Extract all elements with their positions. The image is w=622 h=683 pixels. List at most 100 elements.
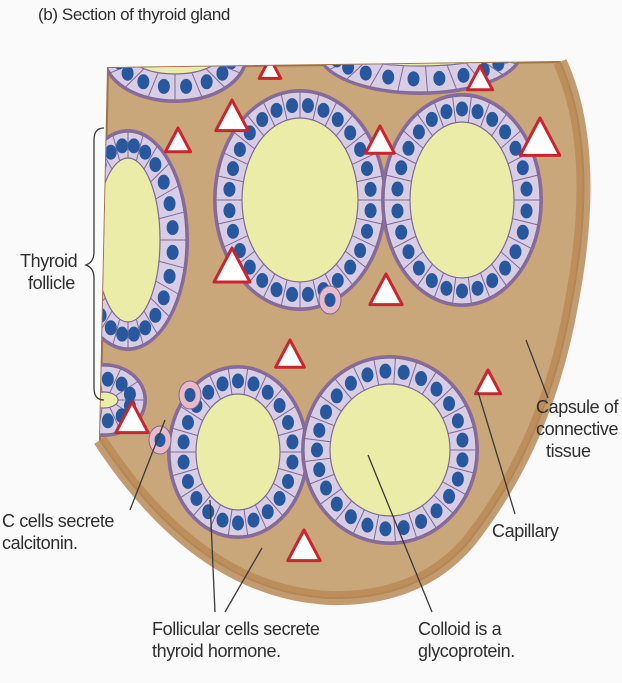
nucleus bbox=[75, 404, 87, 419]
nucleus bbox=[413, 124, 425, 139]
nucleus bbox=[286, 434, 298, 449]
nucleus bbox=[360, 66, 372, 81]
c-cell bbox=[149, 426, 171, 454]
nucleus bbox=[202, 504, 214, 519]
nucleus bbox=[227, 161, 239, 176]
nucleus bbox=[149, 157, 161, 172]
nucleus bbox=[180, 79, 192, 94]
nucleus bbox=[361, 367, 373, 382]
nucleus bbox=[456, 452, 468, 467]
nucleus bbox=[149, 308, 161, 323]
nucleus bbox=[80, 269, 92, 284]
label-c-cells: C cells secrete calcitonin. bbox=[2, 510, 114, 554]
nucleus bbox=[342, 29, 354, 44]
nucleus bbox=[128, 138, 140, 153]
nucleus bbox=[302, 287, 314, 302]
nucleus bbox=[86, 290, 98, 305]
cell-boundary bbox=[398, 13, 404, 38]
nucleus bbox=[190, 491, 202, 506]
nucleus bbox=[313, 423, 325, 438]
cell-boundary bbox=[491, 40, 516, 48]
nucleus bbox=[262, 504, 274, 519]
nucleus bbox=[332, 273, 344, 288]
nucleus bbox=[317, 103, 329, 118]
label-line: tissue bbox=[536, 440, 618, 462]
cell-boundary bbox=[426, 12, 428, 38]
nucleus bbox=[345, 376, 357, 391]
nucleus bbox=[500, 40, 512, 55]
nucleus bbox=[201, 74, 213, 89]
nucleus bbox=[116, 327, 128, 342]
nucleus bbox=[433, 18, 445, 33]
nucleus bbox=[105, 320, 117, 335]
nucleus bbox=[415, 514, 427, 529]
nucleus bbox=[456, 433, 468, 448]
nucleus bbox=[379, 521, 391, 536]
colloid bbox=[410, 122, 514, 278]
nucleus bbox=[354, 142, 366, 157]
nucleus bbox=[398, 365, 410, 380]
nucleus bbox=[302, 98, 314, 113]
nucleus bbox=[232, 516, 244, 531]
label-line: Colloid is a bbox=[418, 618, 515, 640]
label-line: connective bbox=[536, 418, 618, 440]
nucleus bbox=[95, 308, 107, 323]
label-line: follicle bbox=[20, 272, 77, 294]
nucleus bbox=[360, 23, 372, 38]
nucleus bbox=[102, 413, 114, 428]
nucleus bbox=[345, 509, 357, 524]
nucleus bbox=[320, 481, 332, 496]
nucleus bbox=[431, 382, 443, 397]
nucleus bbox=[167, 220, 179, 235]
nucleus bbox=[478, 26, 490, 41]
colloid bbox=[346, 38, 494, 66]
c-cell bbox=[179, 381, 201, 409]
nucleus bbox=[116, 138, 128, 153]
nucleus bbox=[182, 415, 194, 430]
nucleus bbox=[426, 112, 438, 127]
nucleus bbox=[80, 196, 92, 211]
nucleus bbox=[164, 269, 176, 284]
nucleus bbox=[313, 462, 325, 477]
nucleus bbox=[158, 175, 170, 190]
nucleus bbox=[452, 472, 464, 487]
nucleus bbox=[271, 282, 283, 297]
nucleus bbox=[247, 376, 259, 391]
nucleus bbox=[124, 387, 136, 402]
label-line: glycoprotein. bbox=[418, 640, 515, 662]
nucleus bbox=[344, 125, 356, 140]
nucleus bbox=[202, 385, 214, 400]
nucleus bbox=[223, 203, 235, 218]
follicular-cell-layer bbox=[320, 12, 520, 92]
label-capsule: Capsule of connective tissue bbox=[536, 396, 618, 462]
nucleus bbox=[415, 371, 427, 386]
nucleus bbox=[391, 182, 403, 197]
nucleus bbox=[262, 385, 274, 400]
nucleus bbox=[443, 489, 455, 504]
cell-boundary bbox=[206, 25, 224, 43]
label-line: Follicular cells secrete bbox=[152, 618, 319, 640]
nucleus bbox=[331, 37, 343, 52]
cell-boundary bbox=[78, 186, 101, 199]
nucleus bbox=[71, 393, 83, 408]
nucleus bbox=[271, 103, 283, 118]
nucleus bbox=[509, 244, 521, 259]
thyroid-follicle bbox=[301, 355, 479, 545]
nucleus bbox=[137, 74, 149, 89]
nucleus bbox=[382, 70, 394, 85]
nucleus bbox=[426, 273, 438, 288]
nucleus bbox=[282, 415, 294, 430]
label-line: C cells secrete bbox=[2, 510, 114, 532]
nucleus bbox=[492, 33, 504, 48]
nucleus bbox=[75, 381, 87, 396]
cell-boundary bbox=[87, 164, 105, 182]
cell-boundary bbox=[78, 281, 101, 294]
nucleus bbox=[320, 404, 332, 419]
nucleus bbox=[521, 182, 533, 197]
nucleus bbox=[256, 112, 268, 127]
nucleus bbox=[342, 60, 354, 75]
nucleus bbox=[164, 196, 176, 211]
nucleus bbox=[139, 320, 151, 335]
nucleus bbox=[274, 491, 286, 506]
